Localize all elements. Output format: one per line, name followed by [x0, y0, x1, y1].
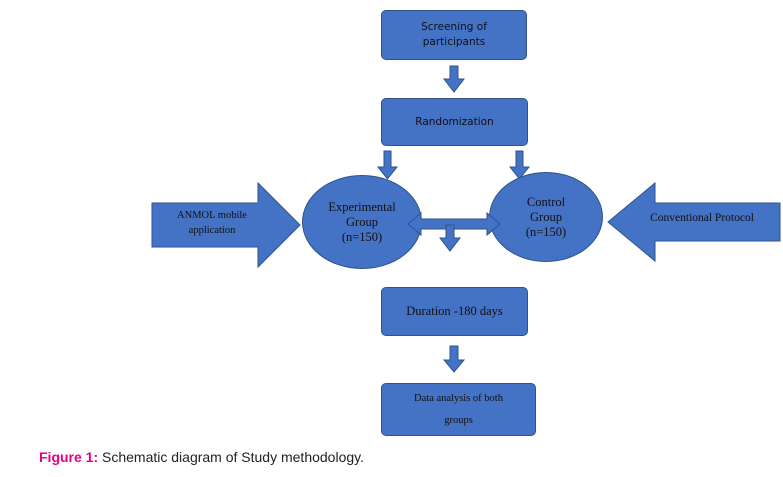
screening-label: Screening of participants — [421, 21, 487, 48]
down-arrow-to-control — [508, 150, 531, 180]
conventional-arrow-label: Conventional Protocol — [632, 211, 772, 226]
randomization-label: Randomization — [415, 115, 494, 128]
experimental-line1: Experimental — [328, 199, 396, 214]
double-arrow-between-groups — [407, 211, 501, 237]
randomization-box: Randomization — [381, 98, 528, 146]
figure-label: Figure 1: — [39, 449, 99, 465]
control-line1: Control — [526, 194, 566, 209]
figure-caption: Figure 1: Schematic diagram of Study met… — [39, 449, 364, 465]
figure-caption-text: Schematic diagram of Study methodology. — [102, 449, 365, 465]
duration-label: Duration -180 days — [406, 304, 503, 318]
down-arrow-to-experimental — [376, 150, 399, 180]
down-arrow-to-duration — [438, 224, 462, 252]
experimental-line3: (n=150) — [341, 229, 383, 244]
down-arrow-screening-to-randomization — [442, 65, 466, 93]
analysis-line1: Data analysis of both — [414, 392, 503, 404]
control-line3: (n=150) — [525, 224, 567, 239]
analysis-line2: groups — [444, 414, 473, 426]
anmol-line2: application — [188, 225, 236, 236]
duration-box: Duration -180 days — [381, 287, 528, 336]
down-arrow-duration-to-analysis — [442, 345, 466, 373]
analysis-box: Data analysis of both groups — [381, 383, 536, 436]
conventional-input-arrow — [607, 181, 781, 263]
anmol-line1: ANMOL mobile — [177, 210, 247, 221]
experimental-group-ellipse: Experimental Group (n=150) — [302, 175, 422, 269]
experimental-line2: Group — [346, 214, 378, 229]
screening-box: Screening of participants — [381, 10, 527, 60]
anmol-input-arrow — [151, 181, 301, 269]
conventional-label: Conventional Protocol — [650, 212, 754, 224]
anmol-arrow-label: ANMOL mobile application — [162, 208, 262, 238]
control-line2: Group — [530, 209, 562, 224]
